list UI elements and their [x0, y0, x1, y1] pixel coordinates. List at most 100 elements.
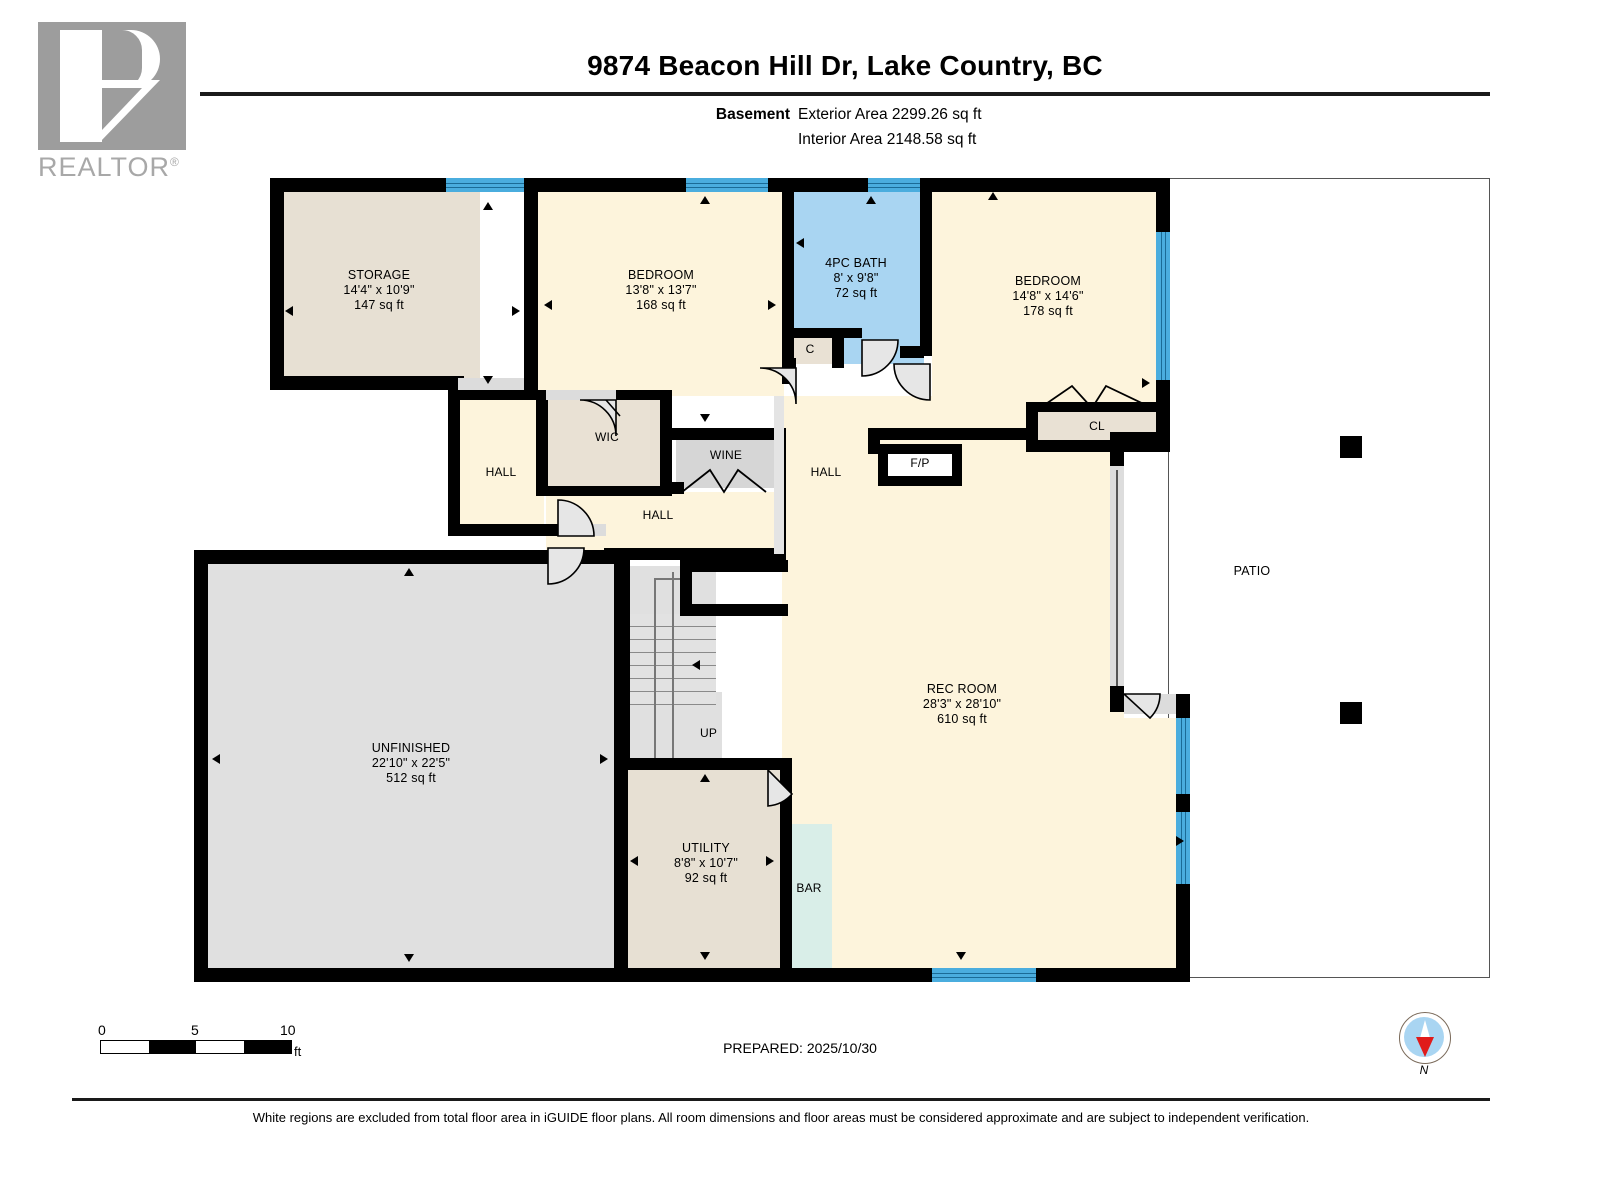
scale-bar [100, 1040, 292, 1054]
wall-exterior-right-mid [1156, 380, 1170, 444]
room-label-storage: STORAGE 14'4" x 10'9" 147 sq ft [343, 268, 415, 312]
room-rec-room [782, 396, 1124, 968]
wall-stairs-right-upper [680, 560, 788, 572]
exterior-area: Exterior Area 2299.26 sq ft [798, 106, 982, 123]
disclaimer-text: White regions are excluded from total fl… [252, 1110, 1310, 1125]
room-label-bedroom-2: BEDROOM 14'8" x 14'6" 178 sq ft [1012, 274, 1084, 318]
wall-stairs-right [680, 560, 692, 616]
door-gap-storage-bottom [458, 378, 524, 390]
wall-closet-c-right [832, 336, 844, 368]
wall-storage-bedroom-divider [524, 178, 538, 398]
dimension-arrow [1176, 836, 1184, 846]
page-title: 9874 Beacon Hill Dr, Lake Country, BC [587, 50, 1103, 81]
wall-fp-left [878, 444, 888, 486]
room-unfinished [204, 560, 618, 970]
scale-label-0: 0 [98, 1022, 106, 1038]
wall-right-lower-step [1176, 694, 1190, 718]
room-label-utility: UTILITY 8'8" x 10'7" 92 sq ft [673, 841, 738, 885]
label-hall-left: HALL [485, 465, 517, 479]
wall-right-rec-break [1176, 794, 1190, 812]
wall-unfinished-left [194, 550, 208, 982]
label-fireplace: F/P [910, 456, 930, 470]
dimension-arrow [768, 300, 776, 310]
door-gap-hall-bottom [558, 524, 606, 536]
wall-exterior-right-top [1156, 178, 1170, 232]
door-gap-hall-vertical [774, 396, 784, 554]
wall-wine-stub-left [672, 482, 684, 494]
wall-top-seg-2 [528, 178, 686, 192]
dimension-arrow [700, 414, 710, 422]
level-label: Basement [715, 106, 790, 123]
wall-storage-bottom [270, 376, 458, 390]
patio-post-bottom [1340, 702, 1362, 724]
dimension-arrow [988, 430, 998, 438]
wall-utility-right-lower [780, 820, 792, 970]
fireplace-niche [880, 452, 958, 480]
wall-bath-bottom [782, 358, 796, 384]
slider-track [1116, 470, 1118, 686]
prepared-date: PREPARED: 2025/10/30 [723, 1040, 877, 1056]
wall-closet-cl-bottom [1026, 440, 1170, 452]
stair-path-arrow-line [654, 578, 682, 580]
scale-bar-unit: ft [294, 1044, 302, 1059]
door-gap-bedroom1-bottom [546, 390, 616, 400]
label-closet-cl: CL [1089, 419, 1105, 433]
room-storage [278, 190, 480, 388]
room-label-rec-room: REC ROOM 28'3" x 28'10" 610 sq ft [922, 682, 1002, 726]
wall-hall-bottom [448, 524, 558, 536]
room-label-bedroom-1: BEDROOM 13'8" x 13'7" 168 sq ft [625, 268, 697, 312]
dimension-arrow [1142, 378, 1150, 388]
room-hall-left [458, 396, 544, 526]
wall-bedroom2-bottom-stub [868, 440, 880, 454]
dimension-arrow [212, 754, 220, 764]
wall-utility-top [620, 758, 792, 770]
stair-path-arrow-stem [654, 578, 656, 764]
wall-fp-right [952, 444, 962, 486]
dimension-arrow [483, 202, 493, 210]
stairs-up-label: UP [700, 726, 718, 740]
wall-storage-left [270, 178, 284, 390]
title-divider [200, 92, 1490, 96]
wall-bath-bedroom2-divider [920, 178, 932, 356]
label-wine: WINE [709, 448, 743, 462]
dimension-arrow [483, 376, 493, 384]
label-closet-c: C [805, 342, 815, 356]
floorplan-drawing: PATIO [194, 178, 1490, 982]
window-top-3 [868, 178, 922, 192]
room-hall-middle [546, 492, 778, 554]
realtor-logo-text: REALTOR® [38, 152, 180, 182]
dimension-arrow [512, 306, 520, 316]
room-label-patio: PATIO [1233, 564, 1271, 578]
wall-wic-bottom [536, 486, 672, 496]
wall-hall-mid-bottom [604, 548, 786, 560]
wall-wic-left [536, 390, 548, 496]
dimension-arrow [866, 196, 876, 204]
dimension-arrow [404, 568, 414, 576]
dimension-arrow [766, 856, 774, 866]
wall-hall-left-top [448, 390, 544, 400]
wall-closet-cl-top [1026, 402, 1158, 412]
wall-right-lower-jamb [1110, 686, 1124, 712]
compass-icon [1399, 1012, 1451, 1064]
dimension-arrow [700, 196, 710, 204]
dimension-arrow [700, 952, 710, 960]
wall-bath-bottom-2 [900, 346, 924, 358]
window-top-1 [446, 178, 528, 192]
room-wic [546, 400, 668, 492]
window-right-bedroom2 [1156, 232, 1170, 380]
room-bedroom-1 [538, 186, 784, 396]
footer-divider [72, 1098, 1490, 1101]
patio-post-top [1340, 436, 1362, 458]
wall-fp-top [878, 444, 962, 454]
dimension-arrow [700, 774, 710, 782]
label-hall-right: HALL [810, 465, 842, 479]
wall-unfinished-top [194, 550, 628, 564]
dimension-arrow [796, 238, 804, 248]
scale-label-10: 10 [280, 1022, 296, 1038]
label-wic: WIC [595, 430, 619, 444]
wall-right-rec-bottom [1176, 884, 1190, 968]
dimension-arrow [956, 952, 966, 960]
realtor-logo: REALTOR® [38, 22, 198, 182]
room-wine [676, 438, 776, 488]
